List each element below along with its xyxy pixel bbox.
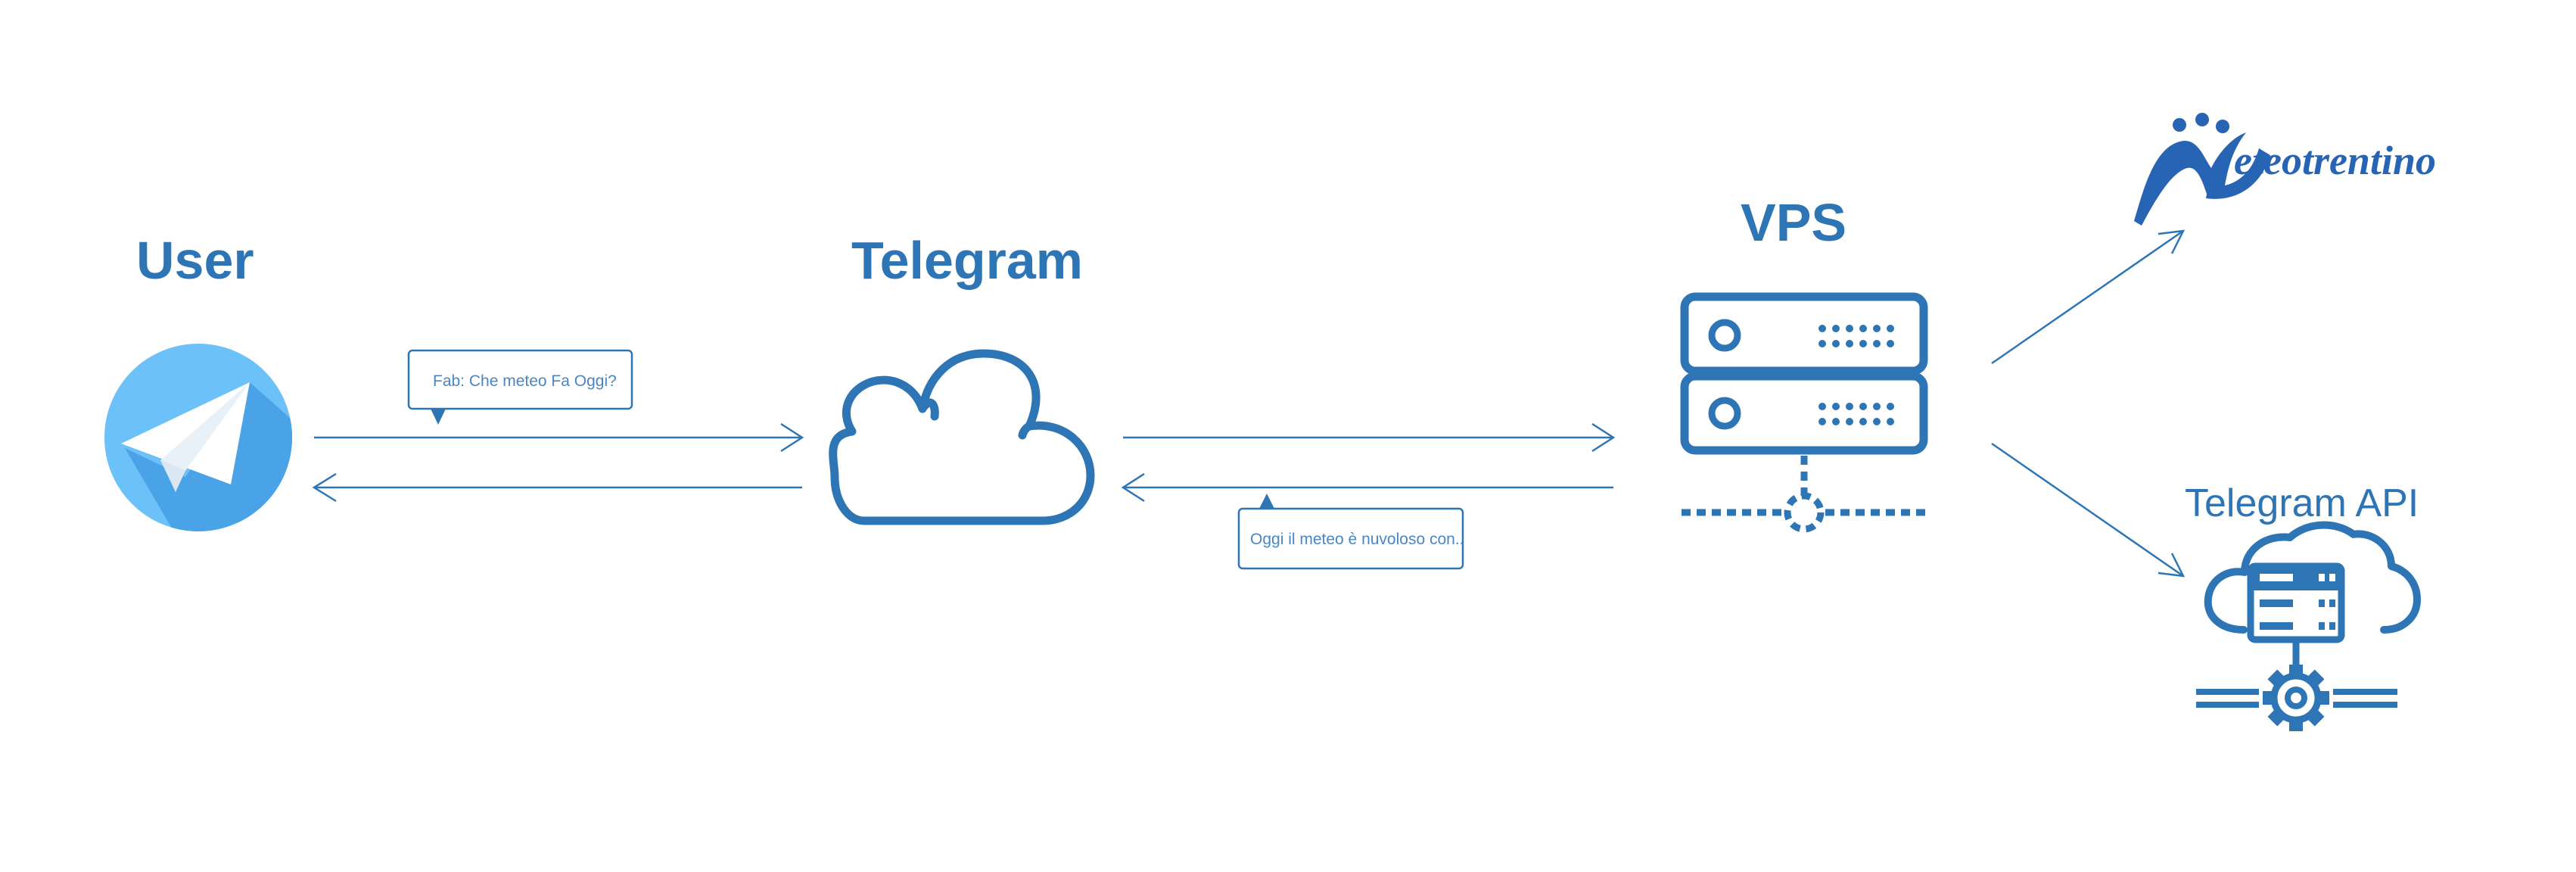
request-message-bubble: Fab: Che meteo Fa Oggi? [407, 349, 633, 425]
user-label: User [136, 231, 254, 290]
arrow-vps-to-telegram-api [1991, 442, 2186, 578]
server-icon [1680, 292, 1928, 533]
request-message-text: Fab: Che meteo Fa Oggi? [433, 372, 617, 390]
cloud-server-gear-icon [2196, 521, 2421, 731]
arrow-vps-to-meteotrentino [1991, 229, 2186, 365]
response-message-text: Oggi il meteo è nuvoloso con.. [1250, 531, 1464, 548]
response-message-bubble: Oggi il meteo è nuvoloso con.. [1237, 494, 1464, 570]
meteotrentino-logo-text: eteotrentino [2234, 138, 2436, 183]
arrow-telegram-to-vps [1123, 422, 1616, 453]
vps-label: VPS [1741, 193, 1846, 252]
telegram-logo-icon [104, 344, 292, 531]
telegram-label: Telegram [851, 231, 1083, 290]
meteotrentino-logo-icon: eteotrentino [2134, 113, 2436, 226]
cloud-icon [829, 349, 1095, 525]
arrow-telegram-to-user [312, 472, 802, 503]
arrow-vps-to-telegram [1121, 472, 1613, 503]
arrow-user-to-telegram [314, 422, 804, 453]
telegram-api-label: Telegram API [2185, 481, 2419, 525]
